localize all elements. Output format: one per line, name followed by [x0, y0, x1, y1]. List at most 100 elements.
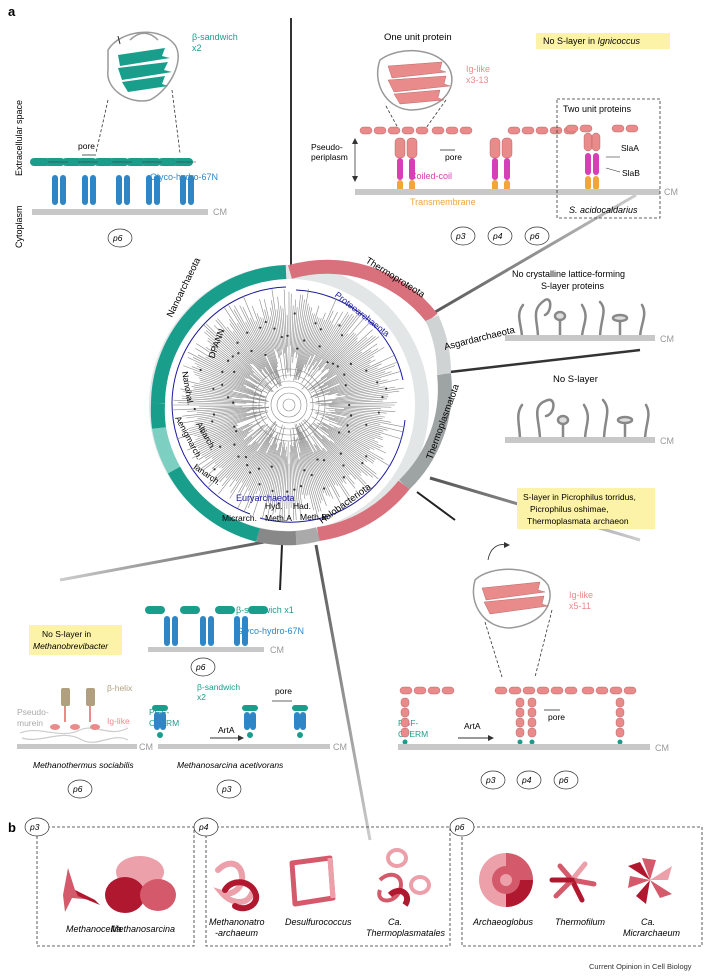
svg-text:Ig-like: Ig-like [569, 590, 593, 600]
ig-fold-count: x3-13 [466, 75, 489, 85]
two-unit-box [556, 98, 661, 219]
beta-sandwich-icon [107, 31, 179, 102]
panel-b-boxes: p3 p4 p6 [24, 817, 703, 947]
panel-b-species: Methanocellia Methanosarcina Methanonatr… [66, 917, 681, 938]
svg-text:p4: p4 [521, 775, 532, 785]
svg-text:CM: CM [655, 743, 669, 753]
pore-label-tr: pore [445, 152, 462, 162]
ig-like-fold-icon-br [472, 568, 551, 629]
bottom-left-panel: β-sandwich x1 Glyco-hydro-67N CM p6 No S… [17, 605, 347, 799]
tree-nodes [193, 312, 388, 505]
svg-text:CM: CM [660, 334, 674, 344]
note-box [536, 33, 670, 49]
svg-text:Thermoplasmata archaeon: Thermoplasmata archaeon [527, 516, 629, 526]
fold-count: x2 [192, 43, 202, 53]
pore-label: pore [78, 141, 95, 151]
asgard-panel: No crystalline lattice-forming S-layer p… [505, 269, 674, 344]
two-unit-label: Two unit proteins [563, 104, 632, 114]
svg-text:No S-layer in: No S-layer in [42, 629, 91, 639]
slaA-label: SlaA [621, 143, 639, 153]
membrane-label-tr: CM [664, 187, 678, 197]
svg-text:PGF-: PGF- [149, 707, 169, 717]
svg-text:β-sandwich: β-sandwich [197, 682, 240, 692]
svg-text:CM: CM [139, 742, 153, 752]
panel-b-shapes [63, 848, 672, 913]
svg-text:S-layer in Picrophilus torridu: S-layer in Picrophilus torridus, [523, 492, 636, 502]
symmetry-badge: p6 [112, 233, 123, 243]
pseudomurein-cartoon [19, 688, 129, 743]
svg-text:CM: CM [660, 436, 674, 446]
top-right-panel: One unit protein No S-layer in Ignicoccu… [311, 32, 678, 246]
svg-text:Methanosarcina: Methanosarcina [111, 924, 175, 934]
domain-label: Glyco-hydro-67N [150, 172, 218, 182]
svg-text:p3: p3 [455, 231, 466, 241]
pseudo-label-2: periplasm [311, 152, 348, 162]
clade-meth-b: Meth.B [300, 512, 327, 522]
ig-fold-label: Ig-like [466, 64, 490, 74]
transmembrane-label: Transmembrane [410, 197, 476, 207]
membrane-label: CM [213, 207, 227, 217]
top-left-panel: Extracellular space Cytoplasm β-sandwich… [14, 31, 238, 248]
svg-text:p6: p6 [454, 822, 465, 832]
svg-text:Thermoplasmatales: Thermoplasmatales [366, 928, 446, 938]
symmetry-badges-tr: p3 p4 p6 [450, 226, 550, 246]
methanobrevibacter-note [29, 625, 122, 655]
bottom-right-panel: Ig-like x5-11 PGF- CTERM ArtA pore CM p3… [398, 568, 669, 790]
clade-micrarch: Micrarch. [222, 513, 257, 523]
membrane [32, 209, 208, 215]
asgard-line2: S-layer proteins [541, 281, 605, 291]
svg-text:CM: CM [333, 742, 347, 752]
no-slayer-label: No S-layer [553, 374, 598, 385]
svg-text:ArtA: ArtA [218, 725, 235, 735]
svg-text:p4: p4 [492, 231, 503, 241]
note-text: No S-layer in Ignicoccus [543, 36, 641, 46]
svg-text:Micrarchaeum: Micrarchaeum [623, 928, 681, 938]
svg-text:Archaeoglobus: Archaeoglobus [472, 917, 534, 927]
svg-text:pore: pore [275, 686, 292, 696]
thermoplasmatota-panel: No S-layer CM S-layer in Picrophilus tor… [487, 374, 674, 561]
fold-label: β-sandwich [192, 32, 238, 42]
phylogenetic-tree [171, 288, 404, 523]
one-unit-label: One unit protein [384, 32, 452, 43]
svg-text:x2: x2 [197, 692, 206, 702]
panel-label-b: b [8, 820, 16, 835]
bl-domain: Glyco-hydro-67N [236, 626, 304, 636]
svg-text:p6: p6 [195, 662, 206, 672]
svg-text:Ig-like: Ig-like [107, 716, 130, 726]
svg-text:Desulfurococcus: Desulfurococcus [285, 917, 352, 927]
cytoplasm-label: Cytoplasm [14, 205, 24, 248]
svg-text:-archaeum: -archaeum [215, 928, 259, 938]
svg-text:Methanosarcina acetivorans: Methanosarcina acetivorans [177, 760, 284, 770]
svg-text:x5-11: x5-11 [569, 601, 591, 611]
svg-text:p3: p3 [485, 775, 496, 785]
svg-text:p6: p6 [529, 231, 540, 241]
svg-text:Methanonatro: Methanonatro [209, 917, 265, 927]
svg-text:murein: murein [17, 718, 43, 728]
svg-text:p4: p4 [198, 822, 209, 832]
coiled-coil-label: Coiled-coil [410, 171, 452, 181]
svg-text:Methanobrevibacter: Methanobrevibacter [33, 641, 109, 651]
svg-text:p3: p3 [221, 784, 232, 794]
svg-text:Ca.: Ca. [388, 917, 402, 927]
species-label: S. acidocaldarius [569, 205, 638, 215]
svg-text:p6: p6 [72, 784, 83, 794]
svg-text:CM: CM [270, 645, 284, 655]
svg-text:ArtA: ArtA [464, 721, 481, 731]
group-arcs [171, 286, 406, 523]
svg-text:β-helix: β-helix [107, 683, 133, 693]
clade-had: Had. [293, 501, 311, 511]
symmetry-badges-br: p3 p4 p6 [480, 770, 579, 790]
svg-text:CTERM: CTERM [398, 729, 428, 739]
svg-text:Picrophilus oshimae,: Picrophilus oshimae, [530, 504, 608, 514]
svg-text:Thermofilum: Thermofilum [555, 917, 606, 927]
phylogeny-ring [149, 259, 452, 546]
asgard-line1: No crystalline lattice-forming [512, 269, 625, 279]
ig-like-fold-icon [376, 49, 453, 111]
svg-text:p3: p3 [29, 822, 40, 832]
credit: Current Opinion in Cell Biology [589, 962, 692, 971]
svg-text:pore: pore [548, 712, 565, 722]
group-euryarchaeota: Euryarchaeota [236, 493, 295, 503]
svg-text:Pseudo-: Pseudo- [17, 707, 49, 717]
svg-text:p6: p6 [558, 775, 569, 785]
